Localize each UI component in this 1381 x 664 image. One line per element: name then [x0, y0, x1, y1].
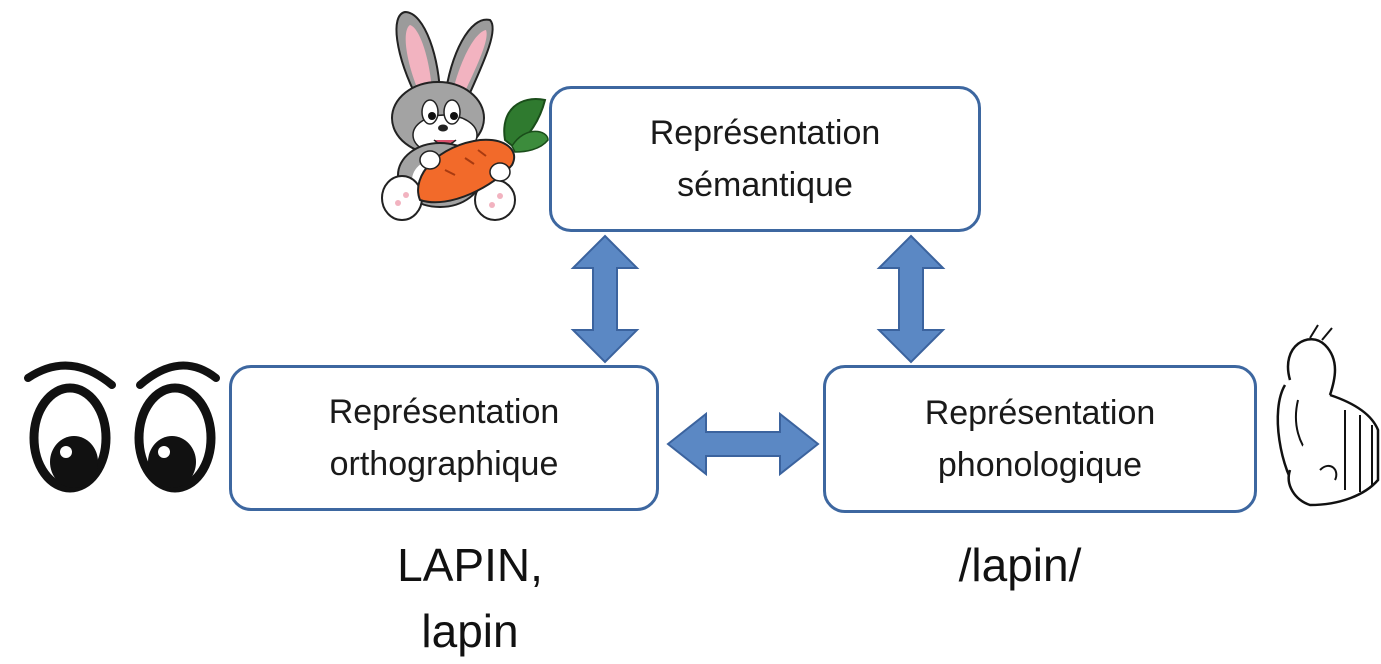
- semantic-representation-box: Représentation sémantique: [549, 86, 981, 232]
- semantic-box-line2: sémantique: [677, 166, 853, 204]
- orthographic-caption-line1: LAPIN,: [397, 539, 543, 591]
- orthographic-box-line1: Représentation: [328, 393, 560, 431]
- phonological-box-line1: Représentation: [924, 394, 1156, 432]
- orthographic-caption: LAPIN, lapin: [350, 532, 590, 664]
- semantic-box-line1: Représentation: [649, 114, 881, 152]
- phonological-representation-box: Représentation phonologique: [823, 365, 1257, 513]
- arrow-orthographic-phonological: [666, 411, 820, 477]
- orthographic-box-line2: orthographique: [329, 445, 559, 483]
- orthographic-representation-box: Représentation orthographique: [229, 365, 659, 511]
- phonological-caption: /lapin/: [900, 532, 1140, 598]
- arrow-semantic-orthographic: [570, 234, 640, 364]
- phonological-caption-line1: /lapin/: [958, 539, 1082, 591]
- arrow-semantic-phonological: [876, 234, 946, 364]
- orthographic-caption-line2: lapin: [421, 605, 519, 657]
- phonological-box-line2: phonologique: [937, 446, 1143, 484]
